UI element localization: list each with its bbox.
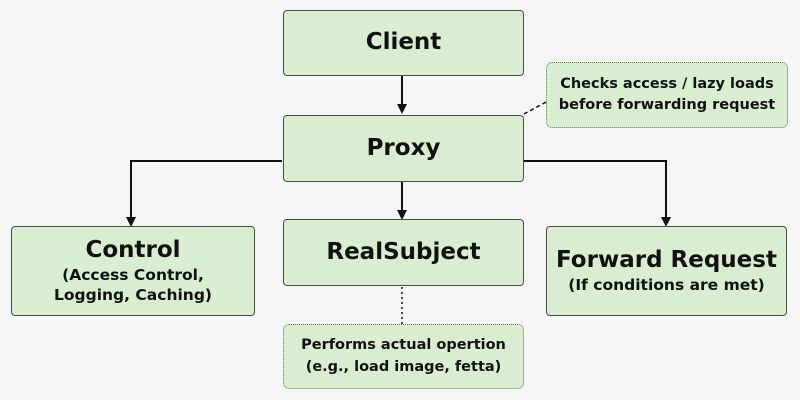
realsubject-node: RealSubject [283, 219, 524, 286]
forward-request-node-title: Forward Request [556, 247, 777, 274]
proxy-node: Proxy [283, 115, 524, 182]
control-node-subtitle-line1: (Access Control, [62, 265, 204, 284]
control-node-subtitle-line2: Logging, Caching) [53, 285, 213, 304]
realsubject-note-line1: Performs actual opertion [301, 337, 506, 354]
arrow-proxy-to-control [126, 160, 282, 227]
proxy-note: Checks access / lazy loads before forwar… [546, 62, 788, 128]
forward-request-node-subtitle: (If conditions are met) [568, 275, 765, 294]
arrow-proxy-to-forward [524, 160, 671, 227]
realsubject-node-title: RealSubject [326, 238, 481, 265]
proxy-note-connector [523, 100, 549, 115]
proxy-node-title: Proxy [366, 134, 441, 161]
client-node: Client [283, 10, 524, 76]
realsubject-note-line2: (e.g., load image, fetta) [305, 358, 502, 375]
forward-request-node: Forward Request (If conditions are met) [546, 226, 787, 316]
proxy-note-line2: before forwarding request [558, 97, 776, 113]
control-node: Control (Access Control, Logging, Cachin… [11, 226, 255, 316]
realsubject-note: Performs actual opertion (e.g., load ima… [283, 324, 524, 389]
client-node-title: Client [365, 29, 442, 56]
proxy-note-line1: Checks access / lazy loads [560, 75, 774, 92]
control-node-title: Control [85, 237, 181, 264]
